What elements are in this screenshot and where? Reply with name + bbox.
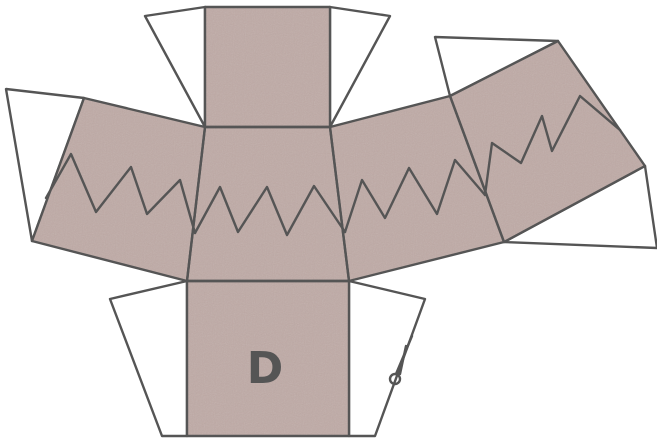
- glue-tabs: [4, 5, 657, 438]
- face-left: [32, 98, 205, 281]
- tab-bottom-left: [108, 279, 189, 438]
- face-bottom: [187, 281, 349, 436]
- scissors-icon: [388, 334, 414, 386]
- tab-top-right: [328, 5, 392, 129]
- face-top: [205, 7, 330, 127]
- tab-bottom-right: [347, 279, 427, 438]
- zigzag-left: [44, 152, 197, 235]
- zigzag-lines: [44, 94, 622, 237]
- face-center: [187, 127, 349, 281]
- tab-top-left: [143, 5, 207, 129]
- faces: [32, 7, 645, 436]
- face-right: [330, 96, 504, 281]
- face-label: D: [247, 343, 284, 394]
- zigzag-center: [193, 184, 347, 237]
- zigzag-right: [343, 158, 487, 234]
- zigzag-far-right: [483, 94, 622, 197]
